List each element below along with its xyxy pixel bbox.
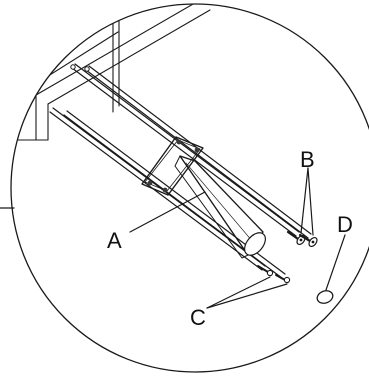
callout-label-b: B: [300, 147, 315, 172]
mounting-plate: [141, 136, 204, 196]
foot-cap: [316, 290, 334, 304]
tension-rods-upper: [70, 63, 312, 239]
screws-c: [257, 265, 291, 284]
plate-bolt-hole: [194, 147, 200, 153]
rod-end-hole: [84, 66, 90, 72]
leader-lines: [129, 167, 346, 309]
leader-a: [129, 191, 206, 233]
leader-d: [325, 234, 346, 291]
leg-foot-end: [244, 232, 266, 256]
leader-c-2: [206, 283, 288, 309]
screw: [257, 265, 274, 277]
plate-bolt-hole: [162, 187, 168, 193]
leader-c-1: [206, 276, 271, 309]
bolts-b: [286, 230, 318, 248]
callout-label-a: A: [107, 228, 122, 253]
leader-b-2: [307, 167, 314, 236]
plate-bolt-hole: [147, 180, 153, 186]
rod-end-hole: [70, 64, 76, 70]
detail-view-circle: [10, 3, 369, 373]
bolt: [298, 233, 318, 248]
plate-bolt-hole: [176, 139, 182, 145]
callout-label-d: D: [337, 212, 353, 237]
leader-b-1: [300, 167, 309, 234]
callout-label-c: C: [190, 305, 206, 330]
detail-contents: [11, 4, 346, 309]
screw: [275, 274, 291, 284]
tapered-leg: [174, 155, 266, 259]
